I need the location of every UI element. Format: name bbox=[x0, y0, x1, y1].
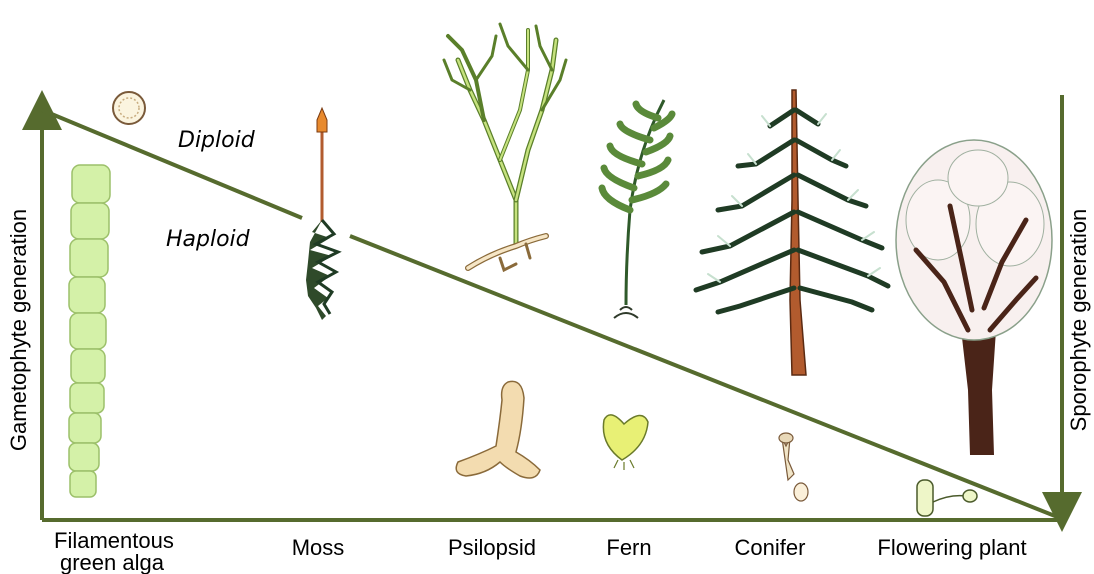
taxon-label-alga: Filamentous green alga bbox=[54, 528, 180, 574]
conifer-sporophyte-icon bbox=[696, 90, 888, 375]
taxon-label-alga-line2: green alga bbox=[60, 550, 165, 574]
sporophyte-axis-label: Sporophyte generation bbox=[1066, 209, 1091, 432]
flowering-gametophyte-icon bbox=[917, 480, 977, 516]
psilopsid-sporophyte-icon bbox=[444, 24, 566, 270]
alga-spore-icon bbox=[113, 92, 145, 124]
haploid-label: Haploid bbox=[166, 227, 251, 252]
diploid-label: Diploid bbox=[178, 128, 256, 153]
taxon-label-moss: Moss bbox=[292, 535, 345, 560]
flowering-sporophyte-icon bbox=[896, 140, 1052, 455]
filamentous-alga-icon bbox=[69, 165, 110, 497]
taxon-label-psilopsid: Psilopsid bbox=[448, 535, 536, 560]
fern-sporophyte-icon bbox=[602, 100, 672, 318]
moss-icon bbox=[306, 108, 338, 320]
conifer-gametophyte-icon bbox=[779, 433, 808, 501]
taxon-label-fern: Fern bbox=[606, 535, 651, 560]
psilopsid-gametophyte-icon bbox=[456, 381, 540, 478]
taxon-labels: Filamentous green alga Moss Psilopsid Fe… bbox=[54, 528, 1027, 574]
axes bbox=[42, 95, 1062, 520]
taxon-label-conifer: Conifer bbox=[735, 535, 806, 560]
fern-gametophyte-icon bbox=[603, 415, 648, 470]
taxon-label-flowering: Flowering plant bbox=[877, 535, 1026, 560]
gametophyte-axis-label: Gametophyte generation bbox=[6, 209, 31, 451]
